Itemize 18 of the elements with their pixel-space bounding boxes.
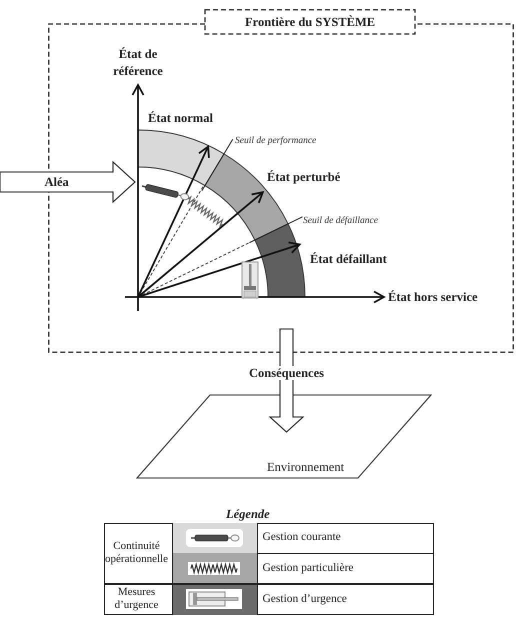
legend-label: Gestion particulière [262,562,354,575]
state-label: État perturbé [267,170,340,184]
group-label: Mesures d’urgence [114,586,160,612]
axis-label: État hors service [388,290,478,304]
threshold-label: Seuil de performance [235,136,316,147]
edge-label: Aléa [42,175,71,190]
plane-label: Environnement [267,460,344,474]
edge-label: Conséquences [247,366,326,380]
state-label: État normal [148,111,213,126]
threshold-label: Seuil de défaillance [303,216,378,227]
block-arrow [0,160,136,204]
legend-label: Gestion courante [262,531,341,544]
axis-label: État de référence [112,46,164,80]
legend-label: Gestion d’urgence [262,592,347,606]
legend-title: Légende [226,507,270,522]
state-label: État défaillant [310,252,387,266]
frame-title: Frontière du SYSTÈME [245,14,376,29]
group-label: Continuité opérationnelle [104,540,168,566]
